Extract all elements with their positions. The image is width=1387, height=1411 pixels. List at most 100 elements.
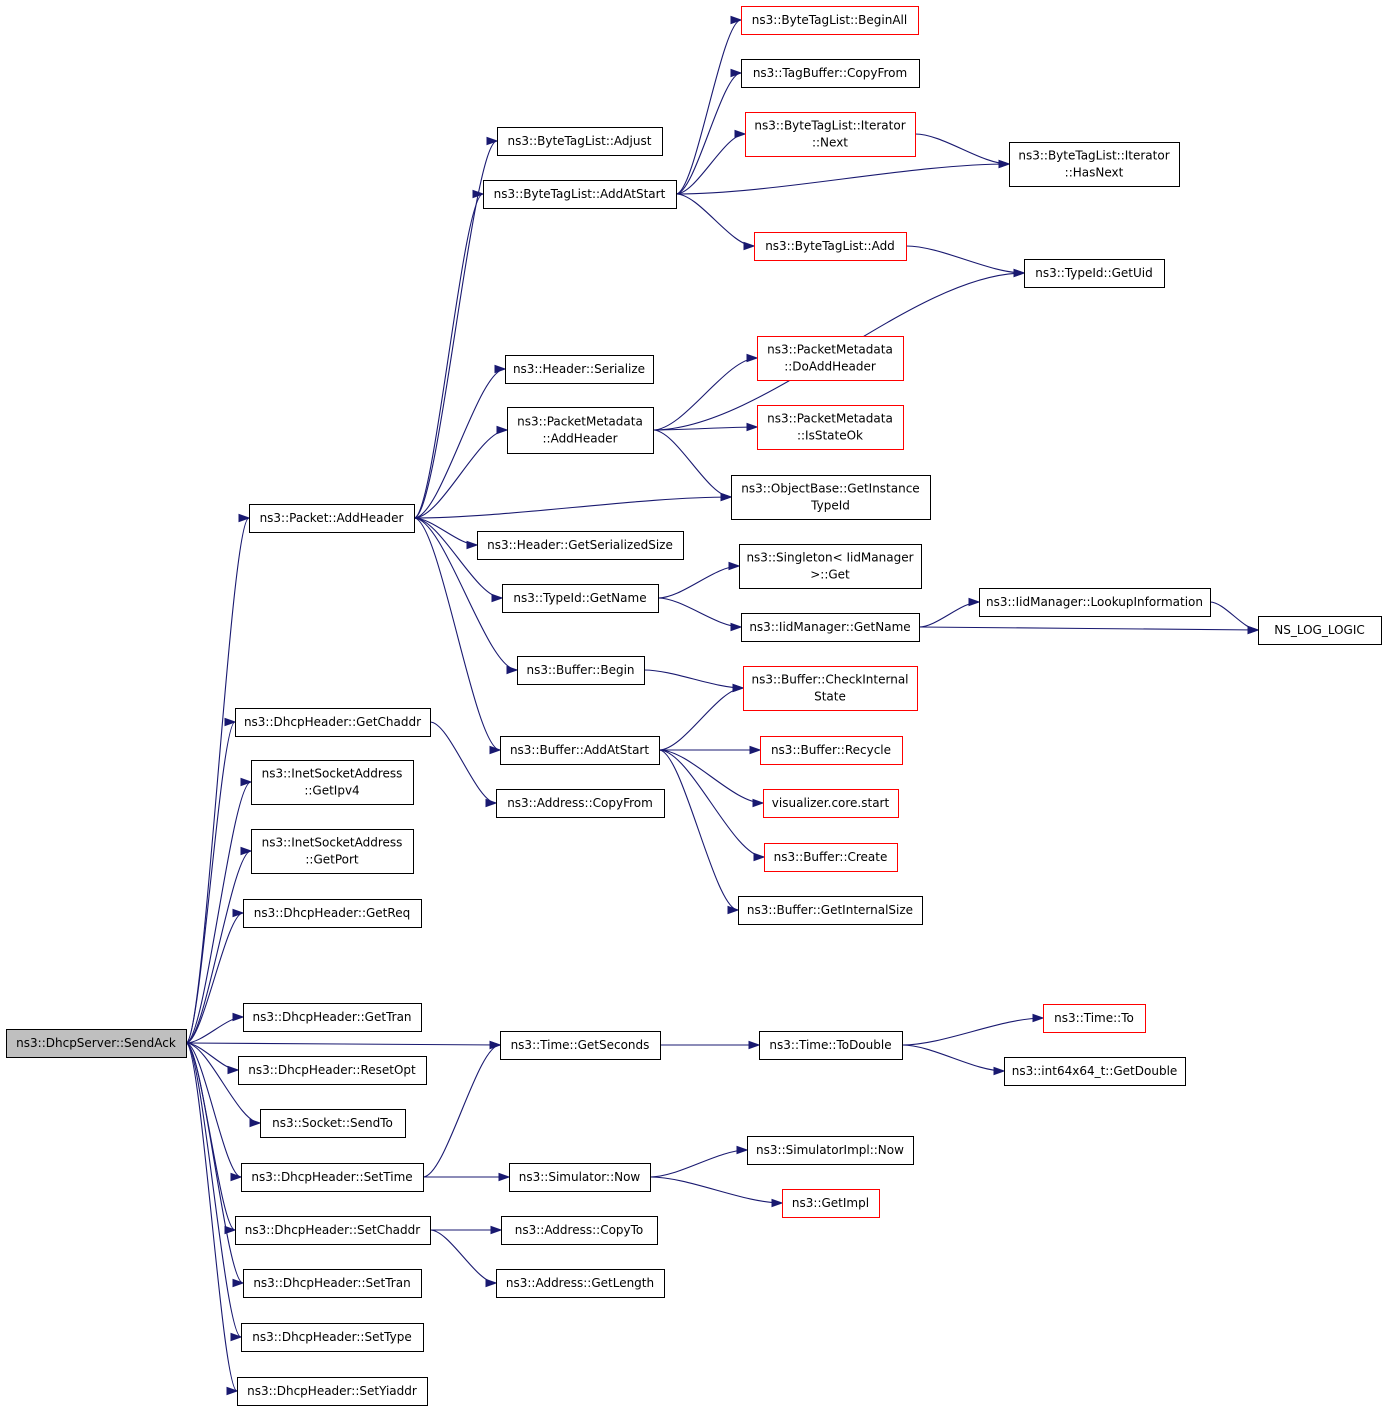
node-label: ns3::Address::CopyFrom — [507, 796, 653, 810]
node-box — [741, 6, 919, 35]
node-singleton-get[interactable]: ns3::Singleton< IidManager>::Get — [739, 544, 922, 589]
node-label: ns3::PacketMetadata — [517, 415, 643, 429]
node-setyiaddr[interactable]: ns3::DhcpHeader::SetYiaddr — [237, 1377, 428, 1406]
node-typeid-getname[interactable]: ns3::TypeId::GetName — [502, 584, 659, 613]
node-simimpl-now[interactable]: ns3::SimulatorImpl::Now — [747, 1136, 914, 1165]
edge-iidmgr_getname-to-ns_log_logic — [918, 626, 1259, 631]
arrowhead-settime-to-sim_now — [498, 1172, 511, 1182]
node-box — [1009, 142, 1180, 187]
node-box — [747, 1136, 914, 1165]
node-btl-addatstart[interactable]: ns3::ByteTagList::AddAtStart — [483, 180, 677, 209]
node-label: ns3::Buffer::Begin — [526, 663, 634, 677]
node-buf-create[interactable]: ns3::Buffer::Create — [764, 843, 898, 872]
node-label: ns3::Time::To — [1054, 1011, 1134, 1025]
arrowhead-pkt_addheader-to-pm_addheader — [496, 425, 509, 435]
arrowhead-setchaddr-to-addr_copyto — [490, 1225, 503, 1235]
node-settran[interactable]: ns3::DhcpHeader::SetTran — [243, 1269, 422, 1298]
node-btl-beginall[interactable]: ns3::ByteTagList::BeginAll — [741, 6, 919, 35]
node-addr-copyto[interactable]: ns3::Address::CopyTo — [501, 1216, 658, 1245]
node-label: ns3::ObjectBase::GetInstance — [741, 482, 919, 496]
node-btl-adjust[interactable]: ns3::ByteTagList::Adjust — [497, 127, 663, 156]
node-root[interactable]: ns3::DhcpServer::SendAck — [6, 1029, 187, 1058]
node-time-todouble[interactable]: ns3::Time::ToDouble — [759, 1031, 903, 1060]
arrowhead-pkt_addheader-to-typeid_getname — [491, 593, 504, 603]
node-int64-getdouble[interactable]: ns3::int64x64_t::GetDouble — [1004, 1057, 1186, 1086]
node-sim-now[interactable]: ns3::Simulator::Now — [509, 1163, 651, 1192]
node-sendto[interactable]: ns3::Socket::SendTo — [260, 1109, 406, 1138]
node-box — [483, 180, 677, 209]
node-box — [763, 789, 899, 818]
node-tagbuf-copyfrom[interactable]: ns3::TagBuffer::CopyFrom — [741, 59, 920, 88]
node-label: ns3::TypeId::GetName — [513, 591, 646, 605]
node-box — [759, 1031, 903, 1060]
node-getreq[interactable]: ns3::DhcpHeader::GetReq — [243, 899, 422, 928]
node-label: ns3::GetImpl — [792, 1196, 869, 1210]
node-setchaddr[interactable]: ns3::DhcpHeader::SetChaddr — [235, 1216, 431, 1245]
node-getimpl[interactable]: ns3::GetImpl — [782, 1189, 880, 1218]
node-pm-addheader[interactable]: ns3::PacketMetadata::AddHeader — [507, 407, 654, 454]
node-buf-recycle[interactable]: ns3::Buffer::Recycle — [760, 736, 903, 765]
edge-settime-to-time_getseconds — [422, 1044, 501, 1178]
node-vis-core-start[interactable]: visualizer.core.start — [763, 789, 899, 818]
arrowhead-time_todouble-to-int64_getdouble — [993, 1066, 1006, 1076]
node-settime[interactable]: ns3::DhcpHeader::SetTime — [241, 1163, 424, 1192]
edge-pkt_addheader-to-btl_addatstart — [413, 193, 484, 519]
node-btl-iter-next[interactable]: ns3::ByteTagList::Iterator::Next — [745, 112, 916, 157]
node-label: ns3::PacketMetadata — [767, 343, 893, 357]
node-pm-isstateok[interactable]: ns3::PacketMetadata::IsStateOk — [757, 405, 904, 450]
node-box — [251, 760, 414, 805]
node-btl-add[interactable]: ns3::ByteTagList::Add — [754, 232, 907, 261]
node-iidmgr-lookupinfo[interactable]: ns3::IidManager::LookupInformation — [979, 588, 1211, 617]
node-box — [517, 656, 645, 685]
node-box — [1004, 1057, 1186, 1086]
edge-buf_addatstart-to-buf_getinternalsize — [658, 749, 739, 911]
edge-pkt_addheader-to-btl_adjust — [413, 140, 498, 519]
node-addr-getlength[interactable]: ns3::Address::GetLength — [496, 1269, 665, 1298]
node-buf-getinternalsize[interactable]: ns3::Buffer::GetInternalSize — [738, 896, 923, 925]
node-box — [741, 59, 920, 88]
node-label: ns3::ByteTagList::Iterator — [754, 119, 905, 133]
node-settype[interactable]: ns3::DhcpHeader::SetType — [241, 1323, 424, 1352]
node-time-to[interactable]: ns3::Time::To — [1043, 1004, 1146, 1033]
node-box — [502, 584, 659, 613]
node-addr-copyfrom[interactable]: ns3::Address::CopyFrom — [496, 789, 665, 818]
arrowhead-iidmgr_lookupinfo-to-ns_log_logic — [1247, 625, 1260, 635]
node-gettran[interactable]: ns3::DhcpHeader::GetTran — [243, 1003, 422, 1032]
node-resetopt[interactable]: ns3::DhcpHeader::ResetOpt — [238, 1056, 427, 1085]
node-time-getseconds[interactable]: ns3::Time::GetSeconds — [500, 1031, 661, 1060]
arrowhead-root-to-setyiaddr — [226, 1386, 239, 1396]
node-getport[interactable]: ns3::InetSocketAddress::GetPort — [251, 829, 414, 874]
node-label: ns3::InetSocketAddress — [262, 767, 403, 781]
arrowhead-pkt_addheader-to-buf_begin — [506, 665, 519, 675]
node-box — [754, 232, 907, 261]
node-getipv4[interactable]: ns3::InetSocketAddress::GetIpv4 — [251, 760, 414, 805]
edge-pm_addheader-to-pm_doaddheader — [652, 357, 758, 431]
node-label: ns3::int64x64_t::GetDouble — [1012, 1064, 1178, 1078]
node-label: ::GetIpv4 — [304, 784, 359, 798]
node-label: ns3::DhcpHeader::GetTran — [252, 1010, 411, 1024]
node-pm-doaddheader[interactable]: ns3::PacketMetadata::DoAddHeader — [757, 336, 904, 381]
node-label: ::Next — [812, 136, 848, 150]
node-iidmgr-getname[interactable]: ns3::IidManager::GetName — [741, 613, 920, 642]
arrowhead-root-to-getipv4 — [240, 777, 253, 787]
node-getchaddr[interactable]: ns3::DhcpHeader::GetChaddr — [235, 708, 431, 737]
node-ns-log-logic[interactable]: NS_LOG_LOGIC — [1258, 616, 1382, 645]
edge-pkt_addheader-to-hdr_serialize — [413, 368, 506, 519]
node-box — [243, 1003, 422, 1032]
node-pkt-addheader[interactable]: ns3::Packet::AddHeader — [249, 504, 415, 533]
node-buf-addatstart[interactable]: ns3::Buffer::AddAtStart — [500, 736, 660, 765]
edge-root-to-setyiaddr — [185, 1042, 238, 1392]
node-hdr-getsersize[interactable]: ns3::Header::GetSerializedSize — [477, 531, 684, 560]
node-label: ns3::Buffer::Recycle — [771, 743, 891, 757]
edge-typeid_getname-to-singleton_get — [657, 565, 740, 599]
node-label: ns3::DhcpHeader::SetYiaddr — [247, 1384, 417, 1398]
node-typeid-getuid[interactable]: ns3::TypeId::GetUid — [1024, 259, 1165, 288]
node-buf-begin[interactable]: ns3::Buffer::Begin — [517, 656, 645, 685]
node-hdr-serialize[interactable]: ns3::Header::Serialize — [505, 355, 654, 384]
node-box — [243, 1269, 422, 1298]
edge-sim_now-to-getimpl — [649, 1176, 783, 1204]
node-btl-iter-hasnext[interactable]: ns3::ByteTagList::Iterator::HasNext — [1009, 142, 1180, 187]
arrowhead-pm_addheader-to-typeid_getuid — [1013, 268, 1026, 278]
